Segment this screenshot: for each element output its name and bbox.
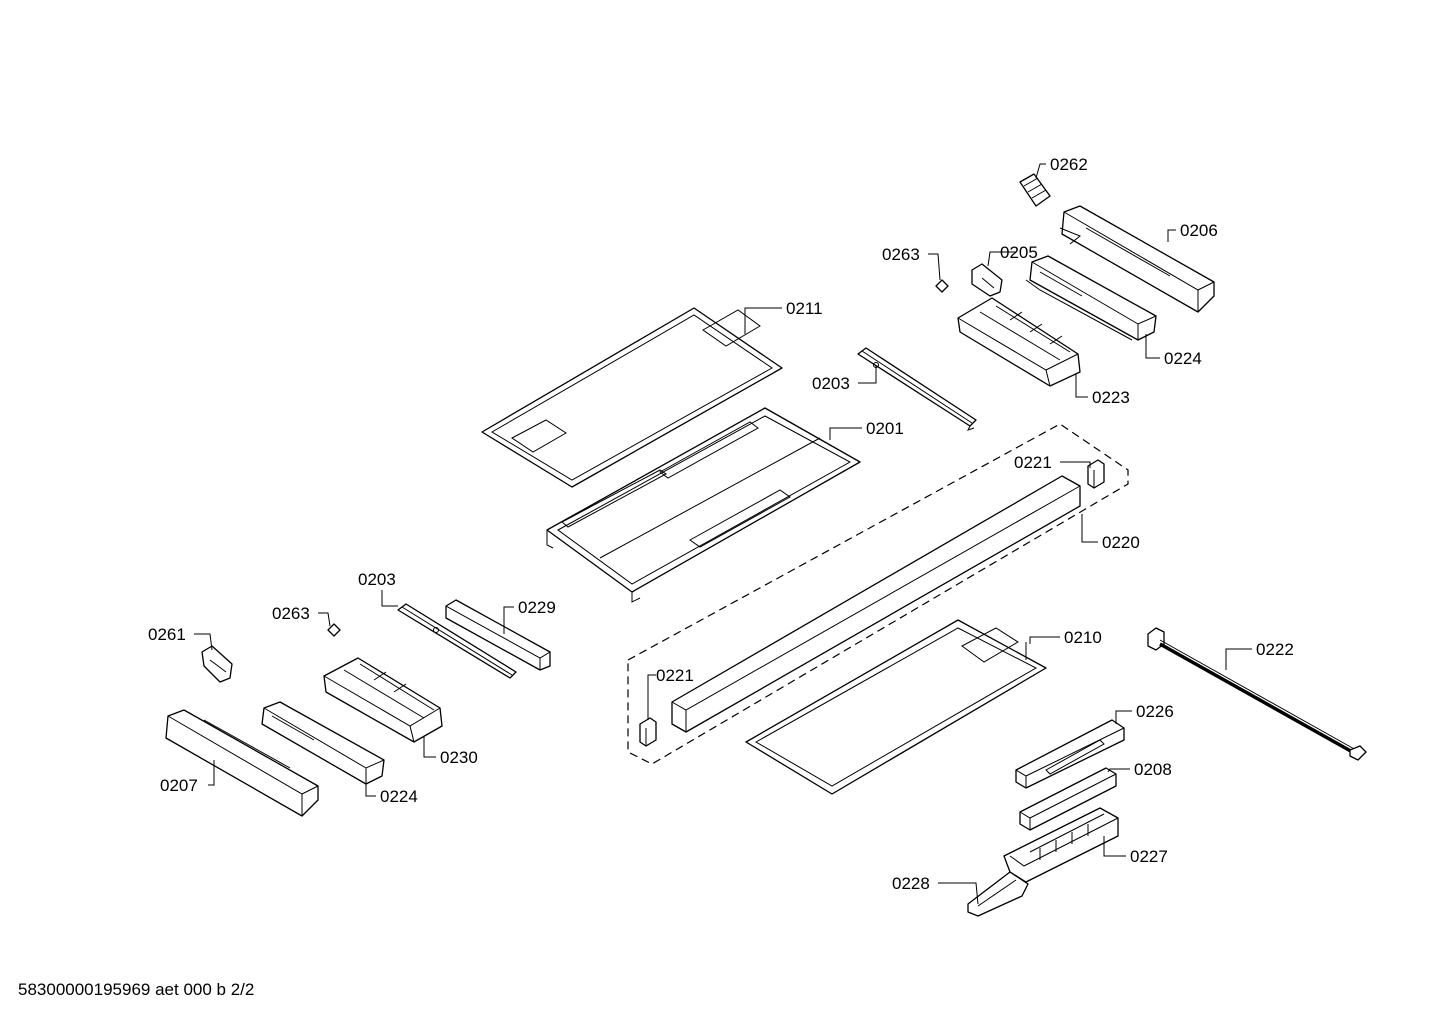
label-0221-lower: 0221 (656, 666, 694, 685)
label-0223: 0223 (1092, 388, 1130, 407)
label-0201: 0201 (866, 419, 904, 438)
part-0223-module-upper (957, 297, 1081, 387)
part-0230-module-lower (323, 657, 443, 743)
label-0208: 0208 (1134, 760, 1172, 779)
label-0227: 0227 (1130, 847, 1168, 866)
part-0222-cable (1147, 627, 1367, 761)
part-0220-profile-bar (671, 475, 1081, 733)
part-0224-duct-lower (261, 701, 385, 785)
part-0263-knob-upper (935, 279, 949, 293)
label-0226: 0226 (1136, 702, 1174, 721)
label-0228: 0228 (892, 874, 930, 893)
label-0224-upper: 0224 (1164, 349, 1202, 368)
label-0263-upper: 0263 (882, 245, 920, 264)
drawing-reference-code: 58300000195969 aet 000 b 2/2 (18, 980, 255, 999)
part-0226-control-panel (1015, 719, 1125, 789)
part-0206-channel-cover (1059, 205, 1215, 313)
label-0263-lower: 0263 (272, 604, 310, 623)
label-0261: 0261 (148, 625, 186, 644)
part-0208-electronics (1019, 767, 1117, 831)
part-0221-endcap-upper (1087, 459, 1105, 489)
label-0206: 0206 (1180, 221, 1218, 240)
part-0224-duct-upper (1025, 255, 1157, 341)
part-0228-end-piece (967, 871, 1029, 917)
label-0207: 0207 (160, 776, 198, 795)
assembly-0220-outline (627, 423, 1129, 765)
leader-lines (194, 163, 1252, 905)
part-0210-filter (745, 619, 1047, 795)
part-0229-side-bracket (445, 599, 551, 671)
part-0201-housing-panel (546, 407, 861, 603)
part-0263-knob-lower (327, 623, 341, 637)
label-0205: 0205 (1000, 243, 1038, 262)
label-0220: 0220 (1102, 533, 1140, 552)
label-0262: 0262 (1050, 155, 1088, 174)
part-0207-channel-cover (165, 709, 319, 817)
part-labels: 0262 0206 0263 0205 0211 0224 0203 0223 … (148, 155, 1294, 893)
part-0227-control-housing (1003, 807, 1119, 883)
part-0262-clip (1019, 173, 1051, 207)
part-0211-filter (481, 307, 783, 488)
label-0224-lower: 0224 (380, 787, 418, 806)
label-0222: 0222 (1256, 640, 1294, 659)
label-0211: 0211 (786, 299, 823, 318)
part-0203-bracket-lower (397, 603, 517, 679)
label-0210: 0210 (1064, 628, 1102, 647)
part-0261-clip (201, 645, 233, 683)
part-0221-endcap-lower (639, 717, 657, 747)
label-0203-upper: 0203 (812, 374, 850, 393)
part-0205-plate (971, 263, 1003, 297)
label-0203-lower: 0203 (358, 570, 396, 589)
label-0221-upper: 0221 (1014, 453, 1052, 472)
label-0229: 0229 (518, 598, 556, 617)
label-0230: 0230 (440, 748, 478, 767)
part-0203-bracket-upper (857, 347, 977, 431)
